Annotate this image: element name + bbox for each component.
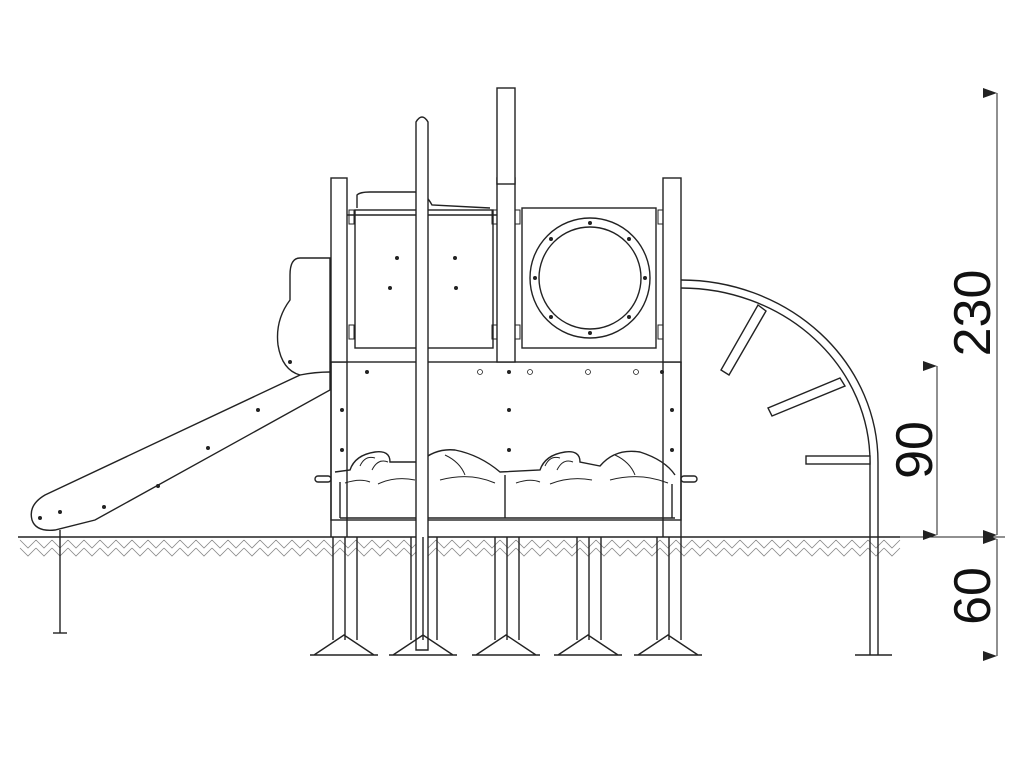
foundation-leg xyxy=(554,537,622,656)
posts xyxy=(330,87,682,651)
foundation-leg xyxy=(389,537,457,656)
lower-panel xyxy=(314,361,698,521)
foundations xyxy=(310,537,702,656)
tall-post xyxy=(496,87,516,185)
fireman-pole xyxy=(415,116,429,651)
dimension-lines xyxy=(880,88,1005,661)
dimension-foundation-depth: 60 xyxy=(944,567,1002,625)
foundation-leg xyxy=(634,537,702,656)
wave-decoration xyxy=(334,449,676,476)
foundation-leg xyxy=(472,537,540,656)
porthole-inner xyxy=(538,226,642,330)
porthole-outer xyxy=(529,217,651,339)
hatch-pattern xyxy=(19,539,901,557)
upper-right-panel xyxy=(521,207,657,349)
arc-climber xyxy=(680,279,892,656)
dimension-total-height: 230 xyxy=(944,270,1002,357)
foundation-leg xyxy=(310,537,378,656)
ground-hatch xyxy=(19,539,901,557)
dimension-platform-height: 90 xyxy=(886,421,944,479)
slide xyxy=(30,257,331,634)
